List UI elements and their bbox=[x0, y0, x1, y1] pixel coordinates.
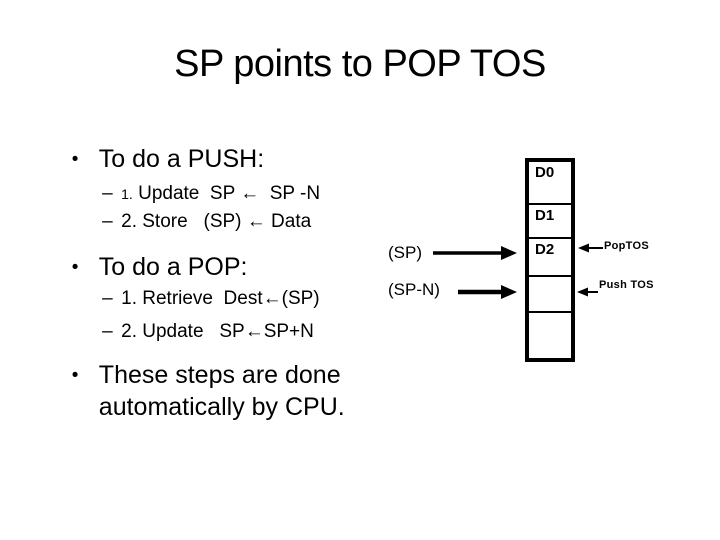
push-tos-label: Push TOS bbox=[599, 279, 654, 291]
closing-text-1: These steps are done bbox=[98, 361, 341, 389]
push-step2-text: 2. Store (SP) ← Data bbox=[121, 211, 312, 232]
pop-header-line: • To do a POP: bbox=[44, 230, 248, 305]
push-step1-number: 1. bbox=[121, 186, 133, 202]
push-step1-text: Update SP ← SP -N bbox=[132, 183, 321, 204]
stack-cell-d2: D2 bbox=[529, 237, 571, 275]
pop-step2-text: 2. Update SP←SP+N bbox=[121, 321, 314, 342]
push-step1-line: –1. Update SP ← SP -N bbox=[81, 165, 320, 222]
dash-icon: – bbox=[102, 288, 113, 309]
pop-header-text: To do a POP: bbox=[98, 253, 248, 281]
sp-n-pointer-label: (SP-N) bbox=[388, 280, 440, 299]
stack-cell-empty-1 bbox=[529, 275, 571, 311]
closing-line-2: automatically by CPU. bbox=[71, 370, 345, 445]
stack-cell-d1: D1 bbox=[529, 203, 571, 237]
bullet-icon: • bbox=[71, 149, 79, 170]
pop-step2-line: –2. Update SP←SP+N bbox=[81, 303, 314, 360]
stack-arrows bbox=[433, 243, 603, 299]
sp-n-arrow bbox=[458, 285, 517, 299]
stack-diagram: D0 D1 D2 bbox=[525, 158, 575, 362]
slide-title: SP points to POP TOS bbox=[174, 43, 546, 85]
pop-tos-arrow bbox=[578, 243, 603, 253]
pop-tos-label: PopTOS bbox=[604, 240, 649, 252]
push-header-line: • To do a PUSH: bbox=[44, 122, 264, 197]
push-step2-line: –2. Store (SP) ← Data bbox=[81, 193, 311, 250]
closing-line-1: • These steps are done bbox=[44, 338, 341, 413]
sp-pointer-label: (SP) bbox=[388, 243, 422, 262]
dash-icon: – bbox=[102, 211, 113, 232]
dash-icon: – bbox=[102, 183, 113, 204]
stack-cell-empty-2 bbox=[529, 311, 571, 358]
pop-step1-text: 1. Retrieve Dest←(SP) bbox=[121, 288, 320, 309]
push-header-text: To do a PUSH: bbox=[98, 145, 265, 173]
dash-icon: – bbox=[102, 321, 113, 342]
stack-cell-d0: D0 bbox=[535, 164, 555, 181]
sp-arrow bbox=[433, 246, 517, 260]
bullet-icon: • bbox=[71, 257, 79, 278]
bullet-icon: • bbox=[71, 365, 79, 386]
closing-text-2: automatically by CPU. bbox=[98, 393, 345, 421]
pop-step1-line: –1. Retrieve Dest←(SP) bbox=[81, 270, 320, 327]
push-tos-arrow bbox=[577, 287, 598, 297]
